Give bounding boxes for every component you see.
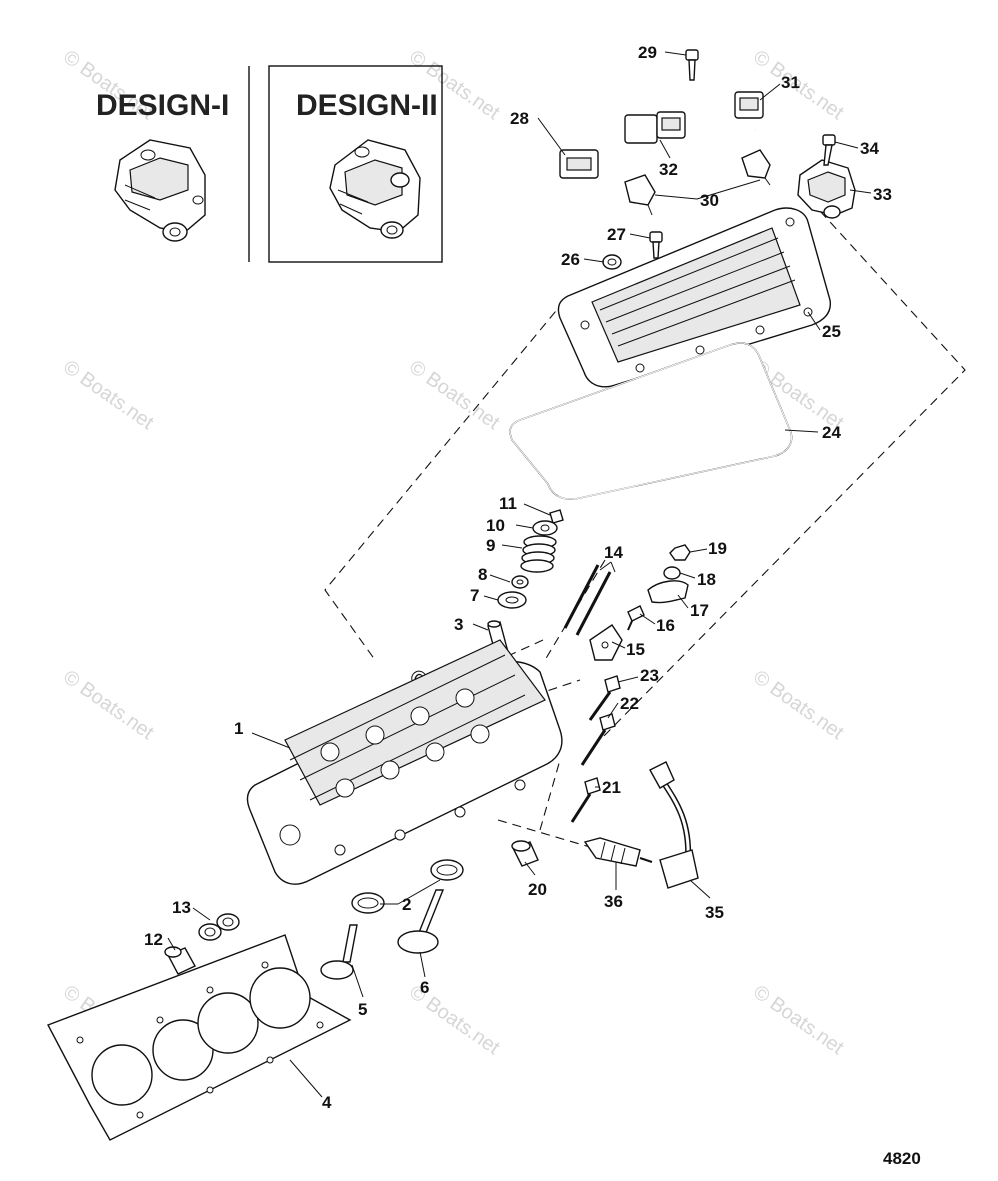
callout-3: 3 <box>454 615 463 634</box>
callout-9: 9 <box>486 536 495 555</box>
ignition-coil-design-ii-icon <box>329 139 421 239</box>
grommet-26-icon <box>602 254 622 270</box>
bolt-22-icon <box>580 713 616 766</box>
callout-17: 17 <box>690 601 709 620</box>
callout-2: 2 <box>402 895 411 914</box>
screw-27-icon <box>649 231 663 259</box>
design-ii-frame <box>268 65 443 263</box>
valve-cover-gasket-icon <box>509 342 793 500</box>
watermark: © Boats.net <box>59 356 158 434</box>
harness-connector-left-icon <box>559 149 599 179</box>
harness-connector-right-icon <box>734 91 764 119</box>
callout-33: 33 <box>873 185 892 204</box>
callout-11: 11 <box>499 494 517 513</box>
callout-35: 35 <box>705 903 724 922</box>
callout-25: 25 <box>822 322 841 341</box>
watermark: © Boats.net <box>749 981 848 1059</box>
shim-7-icon <box>497 591 527 609</box>
valve-seat-2b-icon <box>430 859 464 881</box>
head-gasket-icon <box>47 934 352 1141</box>
callout-18: 18 <box>697 570 716 589</box>
watermark: © Boats.net <box>59 666 158 744</box>
connector-30-left-icon <box>624 174 656 216</box>
rocker-pivot-bolt-16-icon <box>627 605 645 631</box>
drawing-number: 4820 <box>883 1149 921 1168</box>
valve-seal-8-icon <box>511 575 529 589</box>
callout-23: 23 <box>640 666 659 685</box>
rocker-ball-18-icon <box>663 566 681 580</box>
design-ii-panel: DESIGN-II <box>268 65 443 263</box>
valve-spring-9-icon <box>520 535 557 573</box>
callout-30: 30 <box>700 191 719 210</box>
valve-cover-icon <box>557 207 832 388</box>
lifter-12-icon <box>164 946 196 975</box>
spark-plug-wire-35-icon <box>649 761 699 889</box>
valve-keepers-11-icon <box>549 509 564 524</box>
exhaust-valve-6-icon <box>397 889 445 954</box>
screw-34-icon <box>822 134 836 166</box>
guide-plate-13-icon <box>198 913 240 941</box>
callout-7: 7 <box>470 586 479 605</box>
callout-26: 26 <box>561 250 580 269</box>
callout-31: 31 <box>781 73 800 92</box>
ignition-coil-design-i-icon <box>114 139 206 242</box>
plug-20-icon <box>511 840 539 867</box>
rocker-support-15-icon <box>589 624 623 661</box>
bolt-23-icon <box>588 675 621 721</box>
callout-1: 1 <box>234 719 243 738</box>
cylinder-head-icon <box>246 639 563 885</box>
callout-34: 34 <box>860 139 879 158</box>
nut-19-icon <box>669 544 691 561</box>
spring-retainer-10-icon <box>532 520 558 536</box>
callout-22: 22 <box>620 694 639 713</box>
callout-15: 15 <box>626 640 645 659</box>
callout-24: 24 <box>822 423 841 442</box>
bolt-21-icon <box>570 777 601 823</box>
callout-21: 21 <box>602 778 621 797</box>
callout-5: 5 <box>358 1000 367 1019</box>
callout-13: 13 <box>172 898 191 917</box>
callout-27: 27 <box>607 225 626 244</box>
callout-36: 36 <box>604 892 623 911</box>
callout-19: 19 <box>708 539 727 558</box>
explode-lines <box>324 199 966 851</box>
callout-labels: 1 2 3 4 5 6 7 8 9 10 11 12 13 14 15 16 1… <box>144 43 892 1112</box>
spark-plug-36-icon <box>583 837 653 867</box>
callout-29: 29 <box>638 43 657 62</box>
callout-16: 16 <box>656 616 675 635</box>
callout-6: 6 <box>420 978 429 997</box>
screw-29-icon <box>685 49 699 81</box>
watermark: © Boats.net <box>405 356 504 434</box>
callout-4: 4 <box>322 1093 332 1112</box>
ignition-coil-33-icon <box>797 159 856 219</box>
callout-28: 28 <box>510 109 529 128</box>
leader-lines <box>167 51 872 1098</box>
callout-8: 8 <box>478 565 487 584</box>
design-i-label: DESIGN-I <box>96 89 229 122</box>
callout-14: 14 <box>604 543 623 562</box>
harness-connector-center-icon <box>624 111 686 144</box>
rocker-arm-17-icon <box>647 580 689 604</box>
intake-valve-5-icon <box>320 924 358 980</box>
design-i-panel: DESIGN-I <box>96 89 229 242</box>
callout-12: 12 <box>144 930 163 949</box>
watermark: © Boats.net <box>749 666 848 744</box>
callout-32: 32 <box>659 160 678 179</box>
callout-10: 10 <box>486 516 505 535</box>
pushrods-14-icon <box>563 564 612 636</box>
valve-seat-2a-icon <box>351 892 385 914</box>
connector-30-right-icon <box>741 149 771 186</box>
design-ii-label: DESIGN-II <box>296 89 438 122</box>
wiring-harness <box>558 91 764 179</box>
callout-20: 20 <box>528 880 547 899</box>
